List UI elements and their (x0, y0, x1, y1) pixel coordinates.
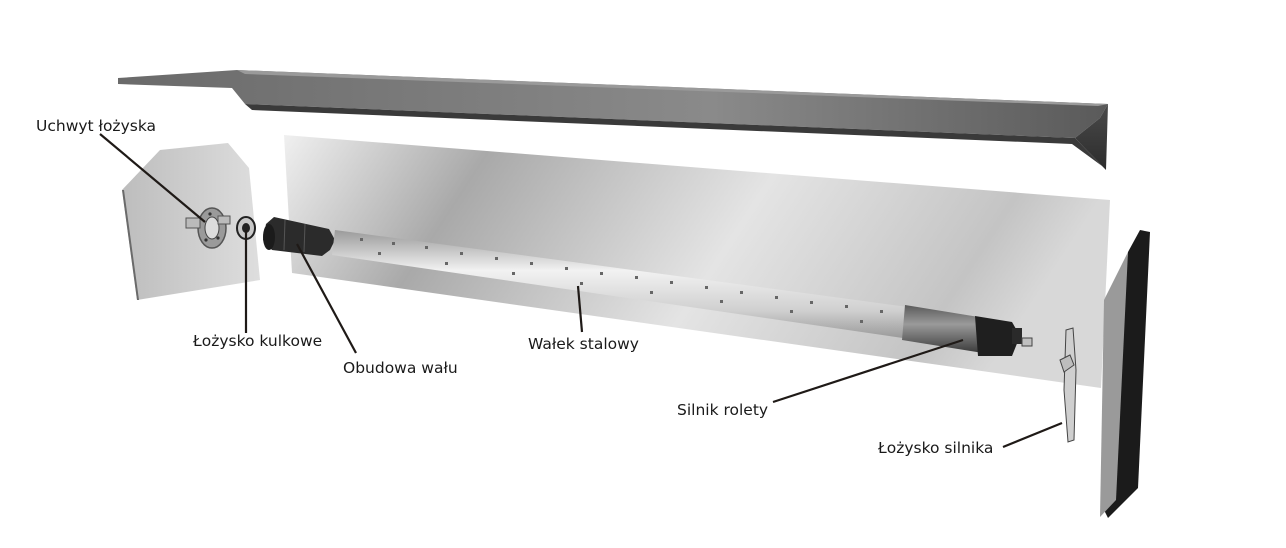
leader-motor-bearing (1002, 421, 1063, 449)
ball-bearing (236, 216, 256, 240)
blind-motor (902, 305, 1033, 356)
leader-bearing-holder (99, 133, 206, 223)
leader-steel-shaft (576, 285, 584, 333)
label-blind-motor: Silnik rolety (677, 401, 769, 419)
leader-lines (99, 133, 1063, 449)
shaft-housing (263, 217, 335, 256)
bearing-holder (185, 207, 231, 249)
label-bearing-holder: Uchwyt łożyska (36, 117, 157, 135)
right-end-plate (1100, 230, 1150, 518)
label-shaft-housing: Obudowa wału (343, 359, 458, 377)
label-steel-shaft: Wałek stalowy (528, 335, 639, 353)
steel-shaft (332, 230, 960, 346)
label-motor-bearing: Łożysko silnika (878, 439, 994, 457)
leader-blind-motor (772, 338, 964, 404)
top-cover (118, 70, 1108, 170)
label-ball-bearing: Łożysko kulkowe (193, 332, 323, 350)
leader-shaft-housing (296, 243, 357, 354)
motor-bearing (1059, 327, 1077, 443)
